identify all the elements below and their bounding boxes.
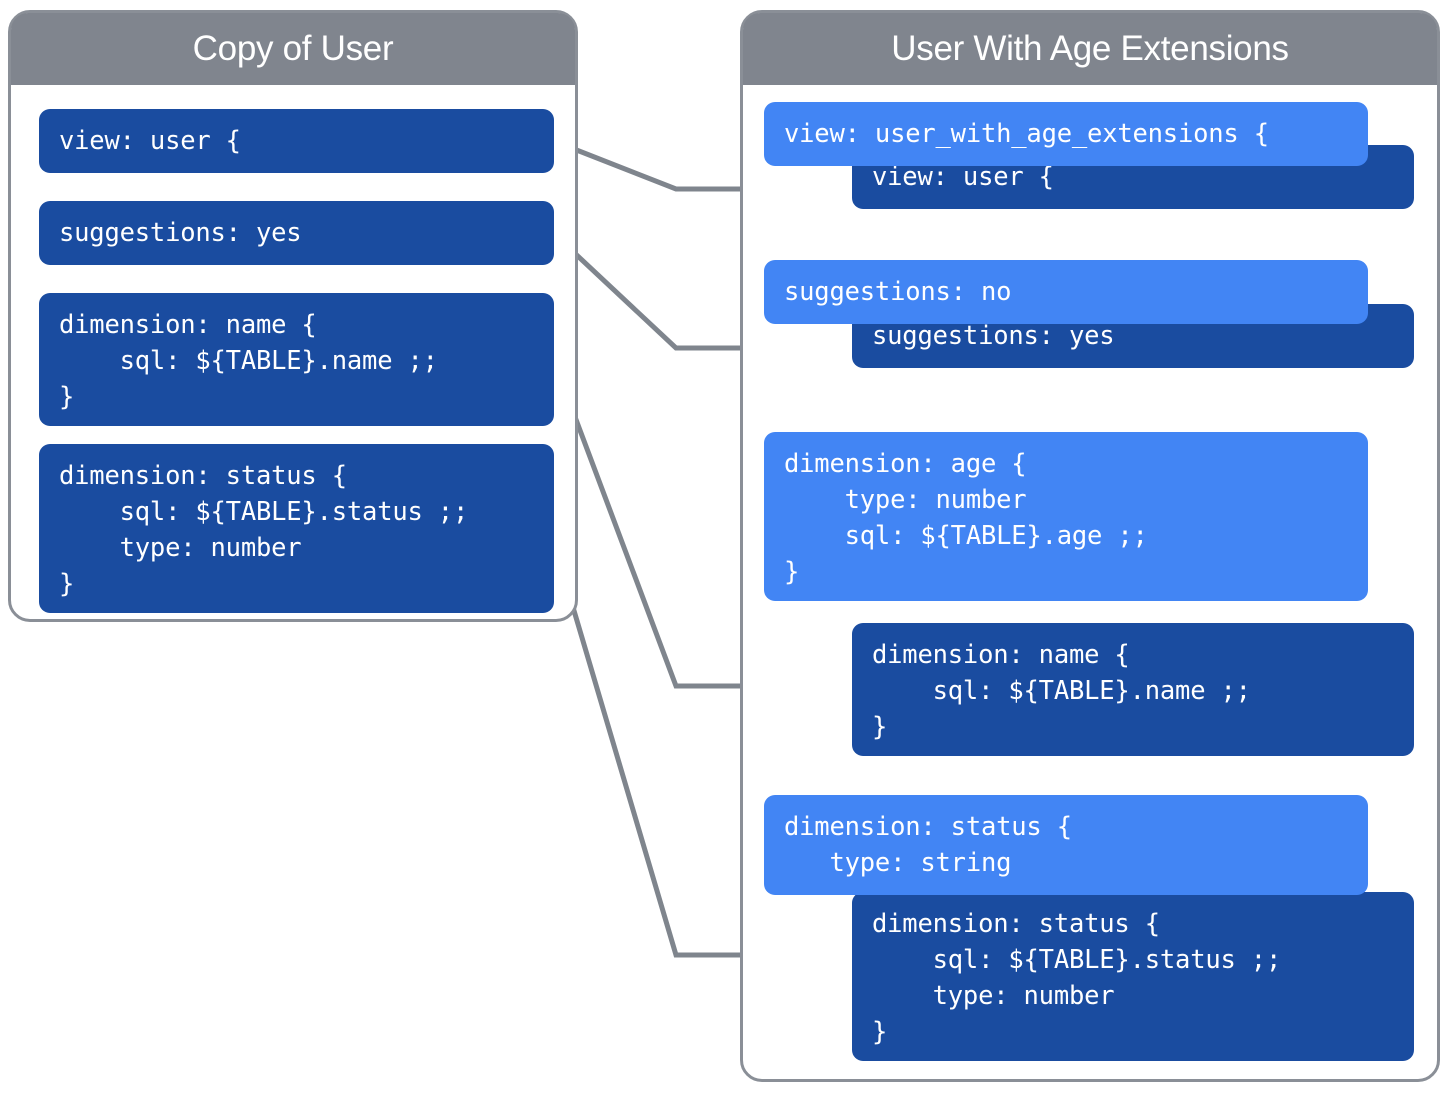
panel-user-with-age-extensions: User With Age Extensions view: user_with…: [740, 10, 1440, 1082]
left-dimension-name-block[interactable]: dimension: name { sql: ${TABLE}.name ;; …: [39, 293, 554, 426]
panel-left-header: Copy of User: [11, 13, 575, 85]
panel-left-title: Copy of User: [192, 29, 394, 68]
right-dimension-status-inherited-block[interactable]: dimension: status { sql: ${TABLE}.status…: [852, 892, 1414, 1061]
left-suggestions-block[interactable]: suggestions: yes: [39, 201, 554, 265]
panel-copy-of-user: Copy of User view: user { suggestions: y…: [8, 10, 578, 622]
right-dimension-name-inherited-block[interactable]: dimension: name { sql: ${TABLE}.name ;; …: [852, 623, 1414, 756]
right-suggestions-override-block[interactable]: suggestions: no: [764, 260, 1368, 324]
panel-right-title: User With Age Extensions: [891, 29, 1289, 68]
right-dimension-status-override-block[interactable]: dimension: status { type: string: [764, 795, 1368, 895]
panel-right-header: User With Age Extensions: [743, 13, 1437, 85]
right-dimension-age-override-block[interactable]: dimension: age { type: number sql: ${TAB…: [764, 432, 1368, 601]
left-dimension-status-block[interactable]: dimension: status { sql: ${TABLE}.status…: [39, 444, 554, 613]
left-view-block[interactable]: view: user {: [39, 109, 554, 173]
right-view-override-block[interactable]: view: user_with_age_extensions {: [764, 102, 1368, 166]
